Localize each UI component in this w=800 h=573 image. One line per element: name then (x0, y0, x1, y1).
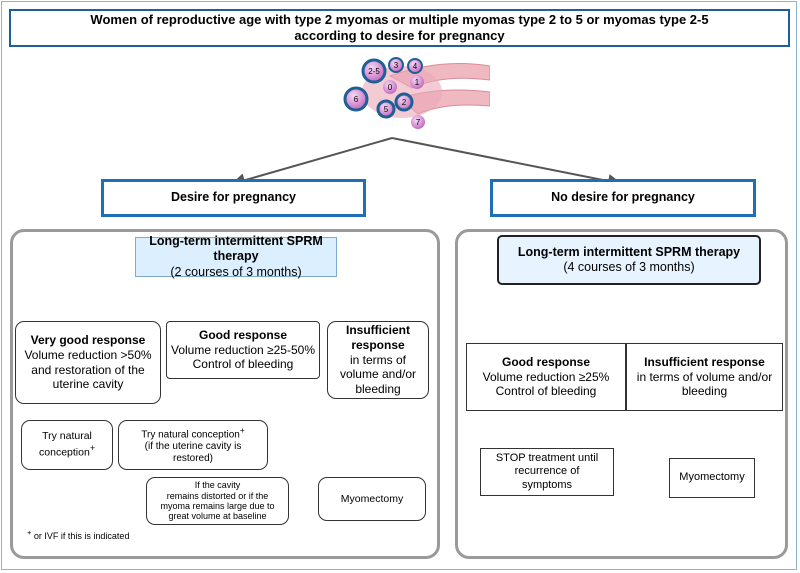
cavity-distorted-line4: great volume at baseline (168, 511, 267, 522)
try-natural-restored-line1: Try natural conception+ (141, 424, 245, 440)
no-desire-for-pregnancy-label: No desire for pregnancy (551, 190, 695, 205)
myomectomy-left-box: Myomectomy (318, 477, 426, 521)
myoma-label-2: 4 (413, 62, 418, 71)
good-response-title: Good response (198, 328, 287, 343)
myoma-label-1: 3 (394, 61, 399, 70)
very-good-response-line1: Volume reduction >50% (24, 347, 152, 362)
myomectomy-right-label: Myomectomy (679, 471, 745, 484)
insufficient-response-box: Insufficient response in terms of volume… (327, 321, 429, 399)
myoma-label-7: 2 (402, 98, 407, 107)
uterus-myoma-illustration: 2-5 3 4 1 0 6 5 2 7 (343, 57, 490, 129)
cavity-distorted-line2: remains distorted or if the (166, 490, 269, 501)
myoma-type-1 (410, 75, 424, 89)
myoma-label-6: 5 (384, 105, 389, 114)
right-good-response-title: Good response (501, 355, 590, 370)
no-desire-for-pregnancy-box: No desire for pregnancy (490, 179, 756, 217)
try-natural-conception-box: Try natural conception+ (21, 420, 113, 470)
myoma-label-4: 0 (388, 83, 393, 92)
right-good-response-line2: Control of bleeding (495, 384, 597, 399)
footnote-mark-2: + (239, 424, 245, 435)
myoma-type-0 (383, 80, 397, 94)
myomectomy-right-box: Myomectomy (669, 458, 755, 498)
arrow-to-desire (231, 137, 393, 187)
good-response-line1: Volume reduction ≥25-50% (170, 342, 315, 357)
footnote-text: or IVF if this is indicated (33, 531, 130, 541)
right-insufficient-response-line1: in terms of volume and/or (636, 369, 773, 384)
left-therapy-sub: (2 courses of 3 months) (170, 264, 302, 279)
stop-treatment-line2: recurrence of (514, 465, 580, 478)
title-line-2: according to desire for pregnancy (294, 28, 505, 43)
right-therapy-box: Long-term intermittent SPRM therapy (4 c… (497, 235, 761, 285)
arrow-to-no-desire (391, 137, 622, 188)
myoma-label-3: 1 (415, 78, 420, 87)
title-line-1: Women of reproductive age with type 2 my… (90, 12, 709, 28)
myoma-type-6 (343, 86, 369, 112)
right-therapy-title: Long-term intermittent SPRM therapy (517, 244, 741, 259)
good-response-line2: Control of bleeding (192, 357, 294, 372)
insufficient-response-title1: Insufficient (345, 323, 410, 338)
very-good-response-title: Very good response (30, 333, 146, 348)
right-insufficient-response-box: Insufficient response in terms of volume… (626, 343, 783, 411)
myoma-type-2 (394, 92, 414, 112)
try-natural-restored-line3: restored) (172, 453, 213, 465)
cavity-distorted-line1: If the cavity (194, 480, 241, 491)
desire-for-pregnancy-box: Desire for pregnancy (101, 179, 366, 217)
try-natural-line1: Try natural (42, 430, 92, 443)
insufficient-response-line2: volume and/or (339, 367, 417, 382)
insufficient-response-line1: in terms of (349, 352, 406, 367)
footnote-symbol: + (27, 528, 32, 537)
cavity-distorted-box: If the cavity remains distorted or if th… (146, 477, 289, 525)
myoma-type-4 (407, 58, 423, 74)
footnote-mark: + (89, 443, 95, 454)
myoma-type-2-5 (361, 58, 387, 84)
myoma-label-5: 6 (354, 95, 359, 104)
stop-treatment-line1: STOP treatment until (495, 451, 599, 464)
myomectomy-left-label: Myomectomy (340, 492, 404, 505)
good-response-box: Good response Volume reduction ≥25-50% C… (166, 321, 320, 379)
insufficient-response-title2: response (351, 338, 405, 353)
myoma-type-5 (376, 99, 396, 119)
right-insufficient-response-title: Insufficient response (644, 355, 765, 370)
stop-treatment-box: STOP treatment until recurrence of sympt… (480, 448, 614, 496)
right-therapy-sub: (4 courses of 3 months) (563, 260, 695, 274)
myoma-label-0: 2-5 (368, 67, 380, 76)
myoma-label-8: 7 (416, 118, 421, 127)
desire-for-pregnancy-label: Desire for pregnancy (170, 190, 297, 205)
very-good-response-line2: and restoration of the (31, 362, 145, 377)
stop-treatment-line3: symptoms (521, 478, 573, 491)
right-good-response-line1: Volume reduction ≥25% (482, 369, 610, 384)
try-natural-restored-line2: (if the uterine cavity is (144, 441, 242, 453)
left-therapy-title: Long-term intermittent SPRM therapy (149, 234, 323, 264)
myoma-type-7 (411, 115, 425, 129)
left-therapy-box: Long-term intermittent SPRM therapy (2 c… (135, 234, 337, 279)
insufficient-response-line3: bleeding (355, 381, 401, 396)
right-insufficient-response-line2: bleeding (681, 384, 728, 399)
very-good-response-line3: uterine cavity (52, 377, 124, 392)
very-good-response-box: Very good response Volume reduction >50%… (15, 321, 161, 404)
myoma-type-3 (388, 57, 404, 73)
cavity-distorted-line3: myoma remains large due to (160, 501, 275, 511)
footnote: + or IVF if this is indicated (27, 528, 129, 541)
try-natural-conception-restored-box: Try natural conception+ (if the uterine … (118, 420, 268, 470)
right-good-response-box: Good response Volume reduction ≥25% Cont… (466, 343, 626, 411)
try-natural-line2: conception+ (39, 443, 95, 459)
title-box: Women of reproductive age with type 2 my… (9, 9, 790, 47)
